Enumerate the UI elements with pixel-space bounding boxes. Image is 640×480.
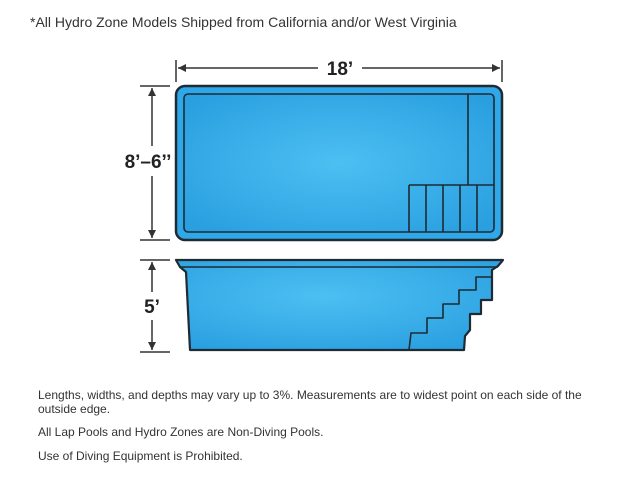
pool-top-view	[174, 84, 504, 242]
length-label: 18’	[327, 59, 353, 80]
depth-label: 5’	[144, 297, 160, 318]
depth-dimension: 5’	[140, 259, 170, 353]
diving-prohibited-note: Use of Diving Equipment is Prohibited.	[38, 449, 243, 463]
variance-note: Lengths, widths, and depths may vary up …	[38, 388, 582, 416]
pool-diagram: 18’ 8’–6’’ 5’	[125, 59, 505, 353]
width-dimension: 8’–6’’	[125, 85, 172, 241]
non-diving-note: All Lap Pools and Hydro Zones are Non-Di…	[38, 425, 324, 439]
width-label: 8’–6’’	[125, 152, 172, 173]
shipping-note: *All Hydro Zone Models Shipped from Cali…	[30, 14, 457, 30]
pool-side-view	[174, 258, 505, 352]
length-dimension: 18’	[175, 59, 503, 82]
